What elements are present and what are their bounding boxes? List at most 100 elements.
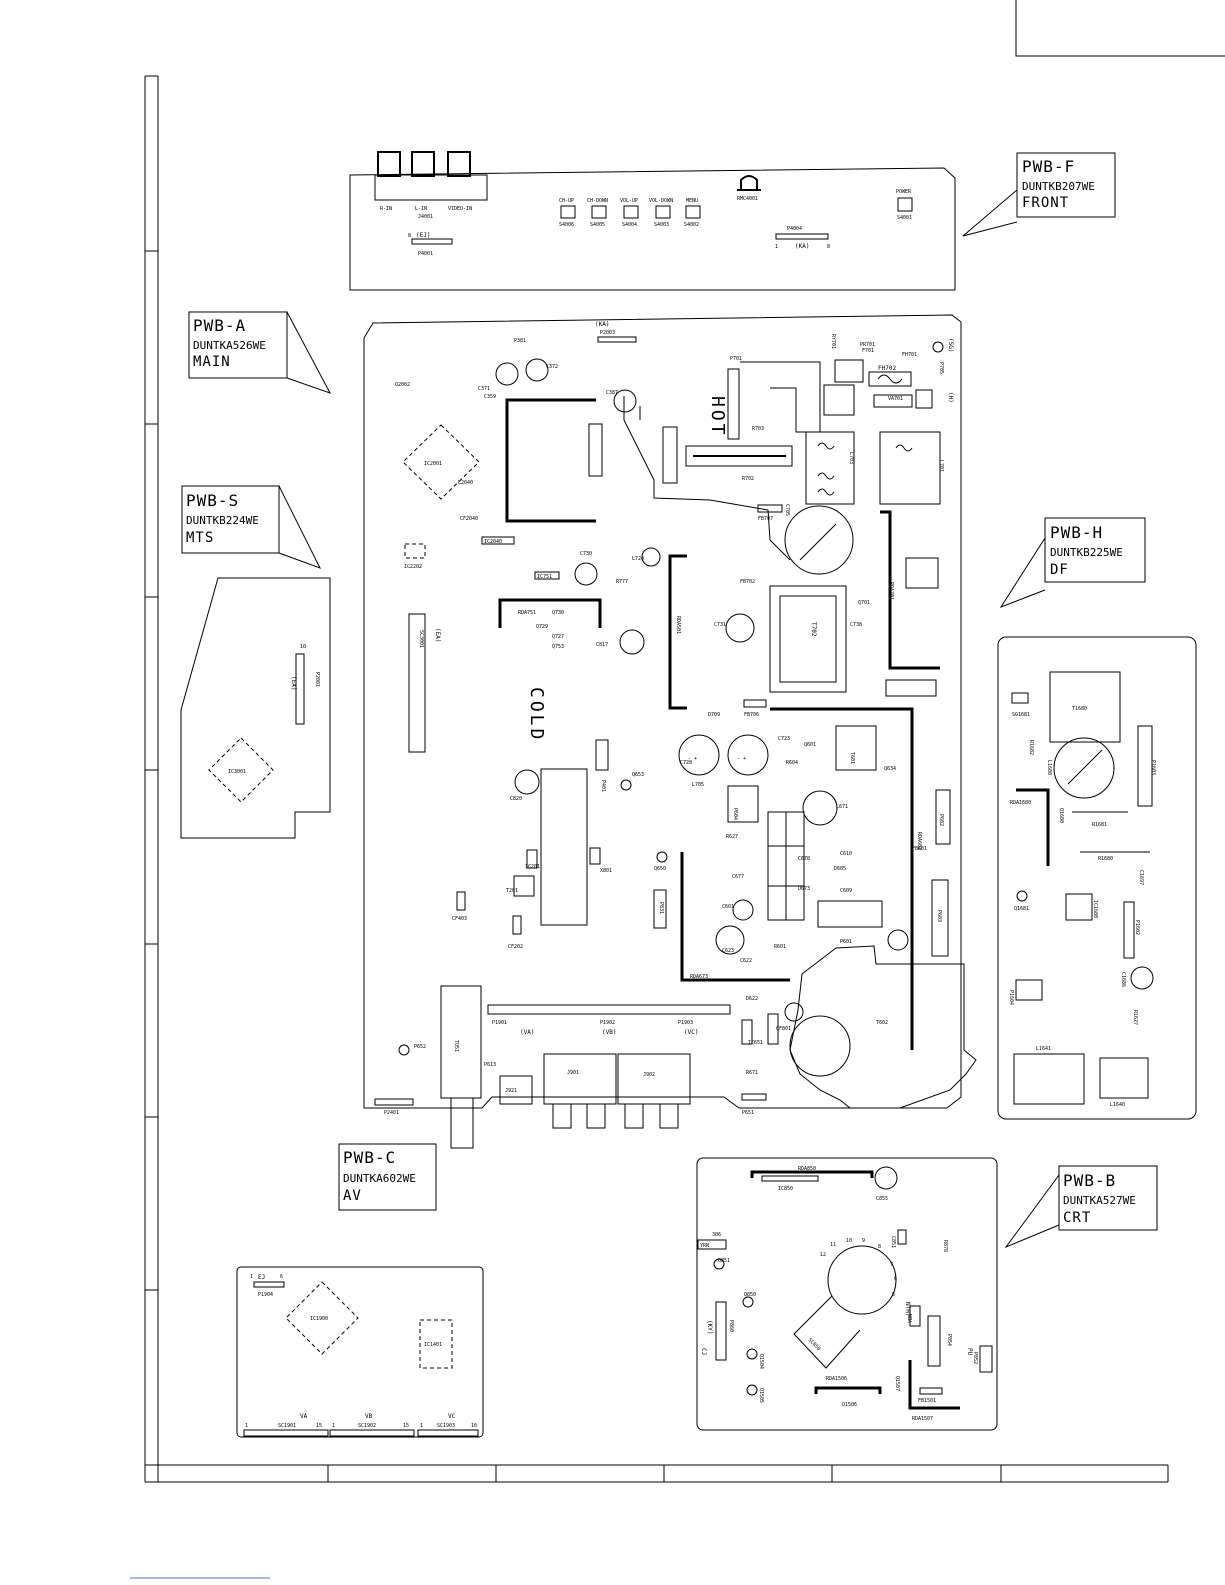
crt-socket-icon (827, 1245, 897, 1315)
switch-label: CH-UP (559, 198, 574, 204)
svg-text:IC2040: IC2040 (484, 539, 502, 545)
front-switches: CH-UP CH-DOWN VOL-UP VOL-DOWN MENU S4006… (559, 198, 701, 228)
svg-text:L705: L705 (692, 782, 704, 788)
svg-text:C723: C723 (778, 736, 790, 742)
rda1507-label: RDA1507 (912, 1416, 933, 1422)
svg-text:FH701: FH701 (902, 352, 917, 358)
av-pin1: 1 (250, 1274, 253, 1280)
sg1681-label: SG1681 (1012, 712, 1030, 718)
p1901-conn: (VA) (520, 1029, 534, 1036)
remote-sensor-label: RMC4001 (737, 196, 758, 202)
q1681-label: Q1681 (1014, 906, 1029, 912)
svg-text:- +: - + (688, 756, 697, 762)
cj-label: CJ (700, 1348, 707, 1355)
cold-zone-label: COLD (526, 687, 547, 742)
svg-text:C601: C601 (722, 904, 734, 910)
svg-text:C622: C622 (740, 958, 752, 964)
sc1903-label: SC1903 (437, 1423, 455, 1429)
rda673-label: RDA673 (690, 974, 708, 980)
svg-text:CF2040: CF2040 (460, 516, 478, 522)
svg-text:FB707: FB707 (758, 516, 773, 522)
c851-label: C851 (890, 1236, 896, 1248)
svg-text:8: 8 (878, 1244, 881, 1250)
r878-label: R878 (942, 1240, 948, 1252)
l703-label: L703 (848, 452, 854, 464)
q851-label: Q851 (718, 1258, 730, 1264)
svg-text:C623: C623 (722, 948, 734, 954)
callout-title: PWB-F (1022, 157, 1075, 176)
callout-name: CRT (1063, 1210, 1091, 1226)
tuner-block (440, 985, 482, 1099)
svg-text:C817: C817 (596, 642, 608, 648)
p401-label: P401 (600, 780, 606, 792)
svg-text:C728: C728 (680, 760, 692, 766)
svg-text:P613: P613 (484, 1062, 496, 1068)
callout-name: DF (1050, 562, 1069, 578)
switch-ref: S4006 (559, 222, 574, 228)
p1901-label: P1901 (492, 1020, 507, 1026)
rda602-label: RDA602 (916, 832, 922, 850)
svg-text:7: 7 (890, 1262, 893, 1268)
sc1901-pin1: 1 (245, 1423, 248, 1429)
fb1501-label: FB1501 (918, 1398, 936, 1404)
p852-label: P852 (972, 1352, 978, 1364)
callout-name: FRONT (1022, 195, 1069, 211)
svg-text:X801: X801 (600, 868, 612, 874)
c705-capacitor (784, 505, 854, 575)
svg-text:C359: C359 (484, 394, 496, 400)
svg-text:CF801: CF801 (776, 1026, 791, 1032)
q1504-label: Q1504 (758, 1354, 764, 1369)
q1505-label: Q1505 (758, 1388, 764, 1403)
p4001-label: P4001 (418, 251, 433, 257)
svg-text:D605: D605 (834, 866, 846, 872)
l701-label: L701 (938, 460, 944, 472)
sc1901-label: SC1901 (278, 1423, 296, 1429)
svg-text:L2040: L2040 (458, 480, 473, 486)
p1902-conn: (VB) (602, 1029, 616, 1036)
component-labels: C372 C371 C387 C359 Q2002 P381 L2040 CF2… (395, 338, 927, 1076)
svg-text:Q650: Q650 (654, 866, 666, 872)
switch-label: VOL-DOWN (649, 198, 673, 204)
j901-label: J901 (567, 1070, 579, 1076)
svg-text:FB702: FB702 (740, 579, 755, 585)
rda1680-label: RDA1680 (1010, 800, 1031, 806)
svg-text:PR701: PR701 (860, 342, 875, 348)
svg-text:C610: C610 (840, 851, 852, 857)
ej-label: EJ (258, 1274, 265, 1281)
svg-text:L720: L720 (632, 556, 644, 562)
callout-title: PWB-B (1063, 1171, 1116, 1190)
ic3001-label: IC3001 (228, 769, 246, 775)
ic850-label: IC850 (778, 1186, 793, 1192)
switch-ref: S4005 (590, 222, 605, 228)
svg-text:IC201: IC201 (525, 864, 540, 870)
fuse-icon (877, 374, 903, 384)
p1604-label: P1604 (1008, 990, 1014, 1005)
ky-label: (KY) (706, 1320, 713, 1334)
sc1902-label: SC1902 (358, 1423, 376, 1429)
svg-text:P701: P701 (730, 356, 742, 362)
svg-text:IC651: IC651 (748, 1040, 763, 1046)
callout-title: PWB-S (186, 491, 239, 510)
page-frame (130, 0, 1225, 1579)
df-board: T1680 SG1681 R1682 L1680 P1603 RDA1680 Q… (997, 636, 1197, 1120)
p4004-pin1: 1 (775, 244, 778, 250)
q1680-label: Q1680 (1058, 808, 1064, 823)
r1681-label: R1681 (1092, 822, 1107, 828)
callout-title: PWB-H (1050, 523, 1103, 542)
svg-text:R627: R627 (726, 834, 738, 840)
callout-pwb-c: PWB-C DUNTKA602WE AV (338, 1143, 437, 1211)
c855-label: C855 (876, 1196, 888, 1202)
svg-text:D709: D709 (708, 712, 720, 718)
p4001-pin8: 8 (408, 233, 411, 239)
sc1903-pin10: 10 (471, 1423, 477, 1429)
p651-label: P651 (742, 1110, 754, 1116)
rda501-label: RDA501 (675, 616, 681, 634)
ic2001-outline (402, 424, 480, 500)
callout-part: DUNTKA602WE (343, 1172, 416, 1185)
svg-text:C731: C731 (714, 622, 726, 628)
t1680-label: T1680 (1072, 706, 1087, 712)
callout-name: AV (343, 1188, 362, 1204)
svg-text:Q730: Q730 (552, 610, 564, 616)
q1506-label: Q1506 (842, 1402, 857, 1408)
p705-label: P705 (938, 362, 944, 374)
